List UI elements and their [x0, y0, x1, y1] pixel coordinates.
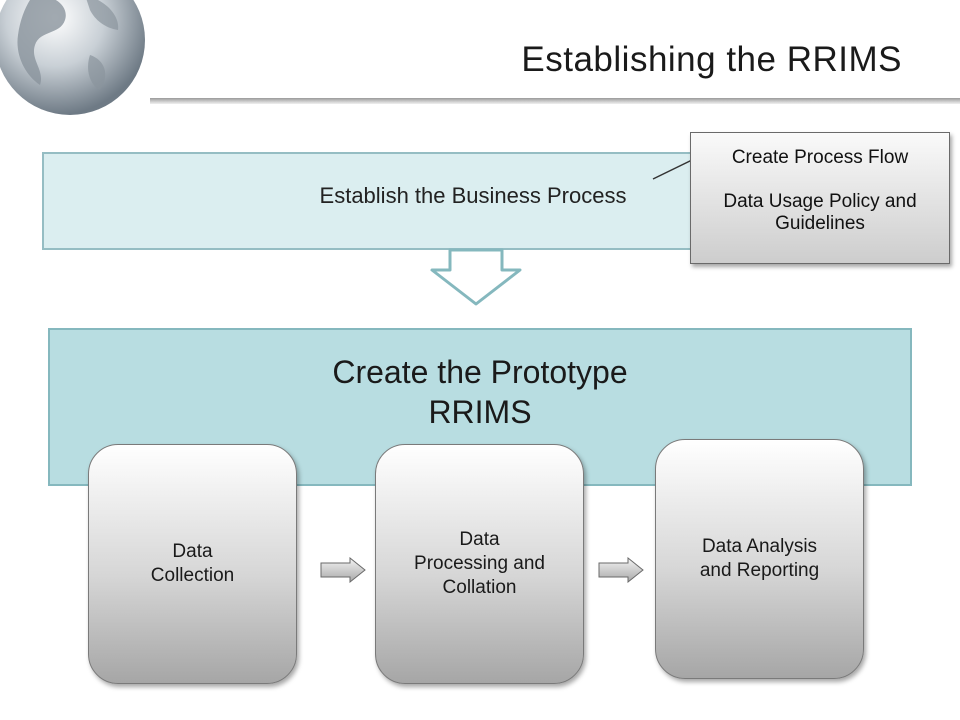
callout-line-2: Data Usage Policy and — [723, 191, 917, 212]
down-arrow-icon — [430, 248, 522, 306]
step-label-line: and Reporting — [699, 560, 820, 581]
prototype-label: Create the Prototype RRIMS — [48, 352, 912, 432]
callout-line-1: Create Process Flow — [731, 147, 909, 168]
step-label-line: Collation — [442, 577, 517, 598]
slide-title: Establishing the RRIMS — [521, 40, 902, 79]
title-divider — [150, 98, 960, 104]
right-arrow-icon — [598, 557, 644, 583]
step-label-line: Data Analysis — [701, 536, 818, 557]
step-data-collection: Data Collection — [88, 444, 297, 684]
right-arrow-icon — [320, 557, 366, 583]
prototype-label-line-1: Create the Prototype — [332, 354, 628, 390]
business-process-label: Establish the Business Process — [319, 183, 627, 208]
step-label-line: Processing and — [414, 553, 545, 574]
prototype-label-line-2: RRIMS — [428, 394, 532, 430]
callout-line-3: Guidelines — [775, 213, 865, 234]
step-data-analysis: Data Analysis and Reporting — [655, 439, 864, 679]
step-label-line: Data — [172, 541, 213, 562]
process-callout: Create Process Flow Data Usage Policy an… — [690, 132, 950, 264]
step-label-line: Data — [459, 529, 500, 550]
step-data-processing: Data Processing and Collation — [375, 444, 584, 684]
globe-icon — [0, 0, 145, 115]
step-label-line: Collection — [150, 565, 235, 586]
